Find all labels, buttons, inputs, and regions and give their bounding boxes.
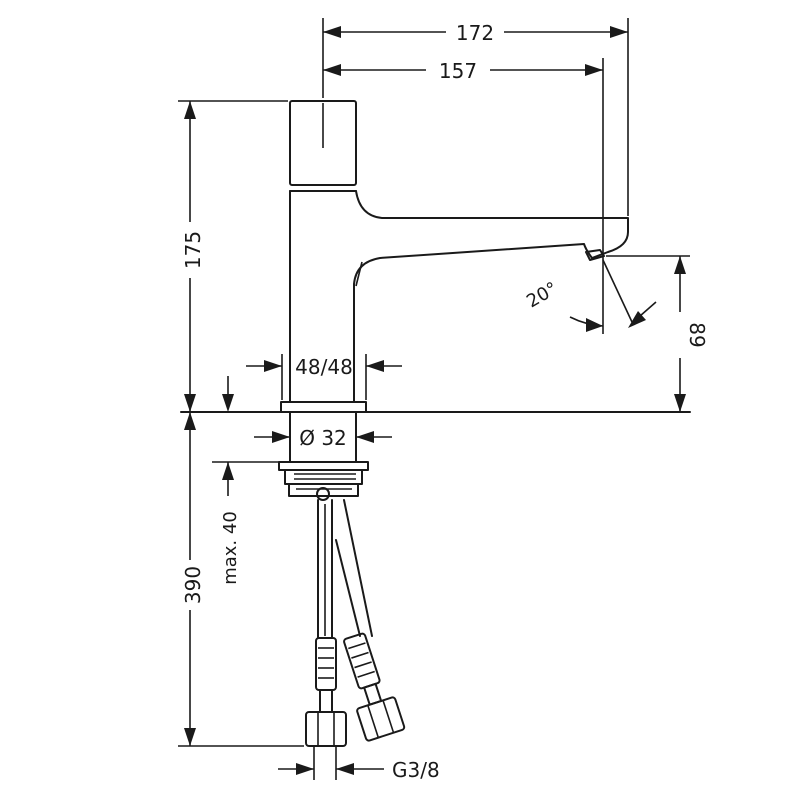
label-spout-angle: 20°	[523, 278, 561, 312]
label-body-width: 48/48	[295, 355, 353, 379]
dimension-spout-clearance: 89	[606, 255, 709, 412]
label-body-height: 175	[181, 231, 205, 269]
dimension-connection: G3/8	[278, 746, 440, 782]
supply-hoses	[305, 499, 406, 747]
label-connection: G3/8	[392, 758, 440, 782]
label-hose-length: 390	[181, 566, 205, 604]
hex-nut-left	[305, 711, 347, 747]
label-max-thickness: max. 40	[220, 511, 241, 585]
dimension-total-width: 172	[322, 18, 629, 216]
label-total-width: 172	[456, 21, 494, 45]
mounting-base	[180, 401, 691, 501]
dimension-hose-length: 390	[178, 412, 304, 747]
aerator	[585, 249, 605, 261]
label-spout-reach: 157	[439, 59, 477, 83]
label-base-diameter: Ø 32	[299, 426, 347, 450]
dimension-spout-reach: 157	[323, 58, 604, 334]
hose-fitting-right	[343, 632, 406, 742]
dimension-base-diameter: Ø 32	[254, 426, 392, 450]
hose-fitting-left	[305, 637, 347, 747]
base-flange	[280, 401, 367, 413]
label-spout-clearance: 89	[685, 322, 709, 347]
push-button	[289, 100, 357, 186]
dimension-body-height: 175	[178, 100, 288, 412]
faucet-body	[289, 100, 629, 403]
dimension-counter-marker	[222, 376, 234, 412]
dimension-spout-angle: 20°	[523, 259, 657, 332]
hex-nut-right	[356, 696, 406, 742]
dimension-max-thickness: max. 40	[212, 461, 280, 585]
dimension-body-width: 48/48	[246, 354, 402, 400]
